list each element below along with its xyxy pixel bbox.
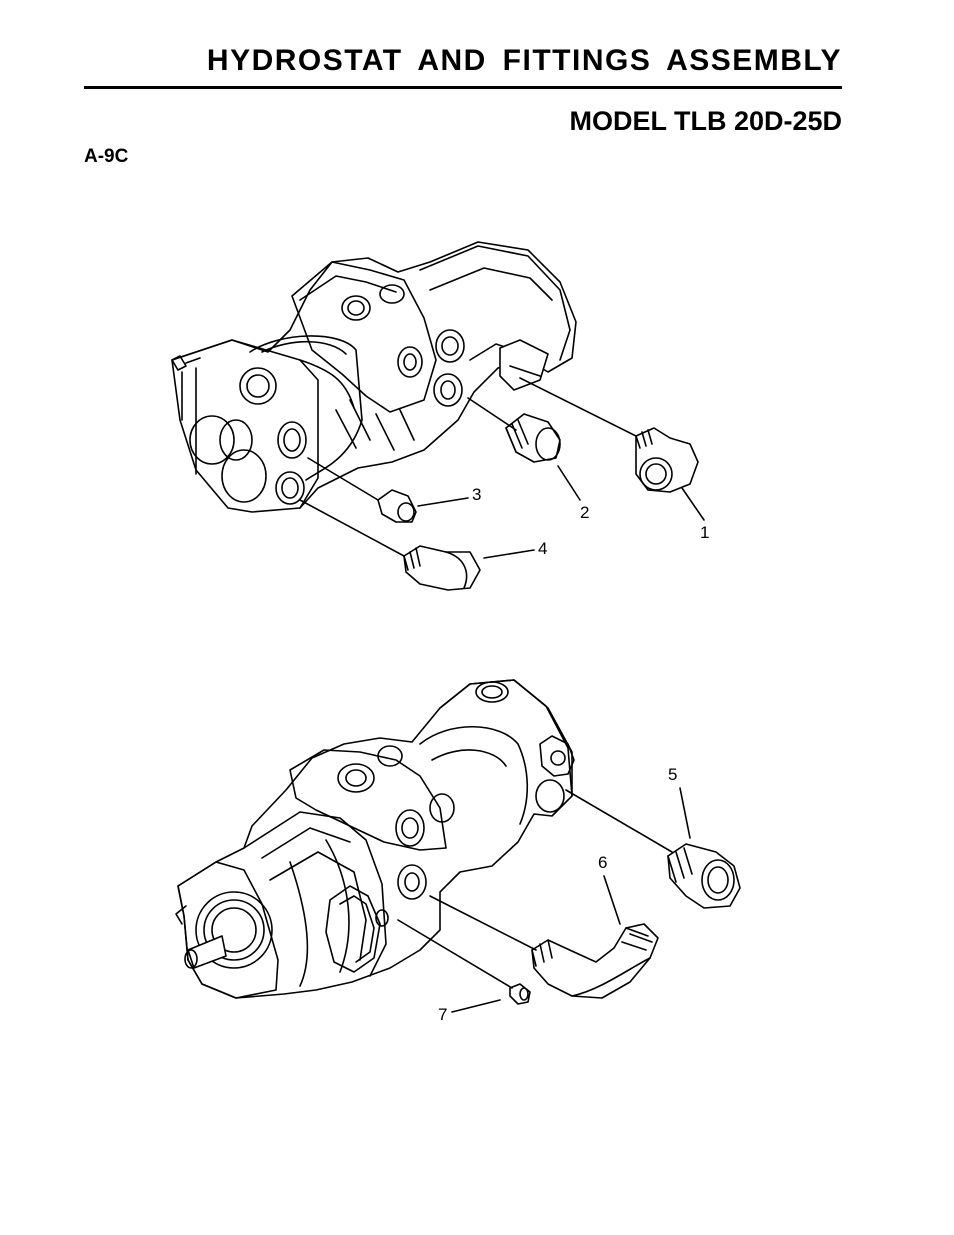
page-title: HYDROSTAT AND FITTINGS ASSEMBLY [206,44,842,77]
callout-3: 3 [472,485,481,504]
model-label: MODEL TLB 20D-25D [569,106,842,136]
callout-5: 5 [668,765,677,784]
callout-7: 7 [438,1005,447,1024]
hydrostat-top-view [171,241,577,513]
callout-1: 1 [700,523,709,542]
fitting-4 [403,545,481,591]
fitting-1 [635,427,699,493]
title-divider [84,86,842,89]
callout-2: 2 [580,503,589,522]
figure-id: A-9C [84,146,129,167]
fitting-7 [509,983,531,1005]
fitting-6 [531,923,659,999]
fitting-2 [505,413,561,463]
callout-6: 6 [598,853,607,872]
hydrostat-bottom-view [175,679,575,999]
callout-4: 4 [538,539,547,558]
fitting-3 [377,489,417,523]
fitting-5 [667,843,741,909]
